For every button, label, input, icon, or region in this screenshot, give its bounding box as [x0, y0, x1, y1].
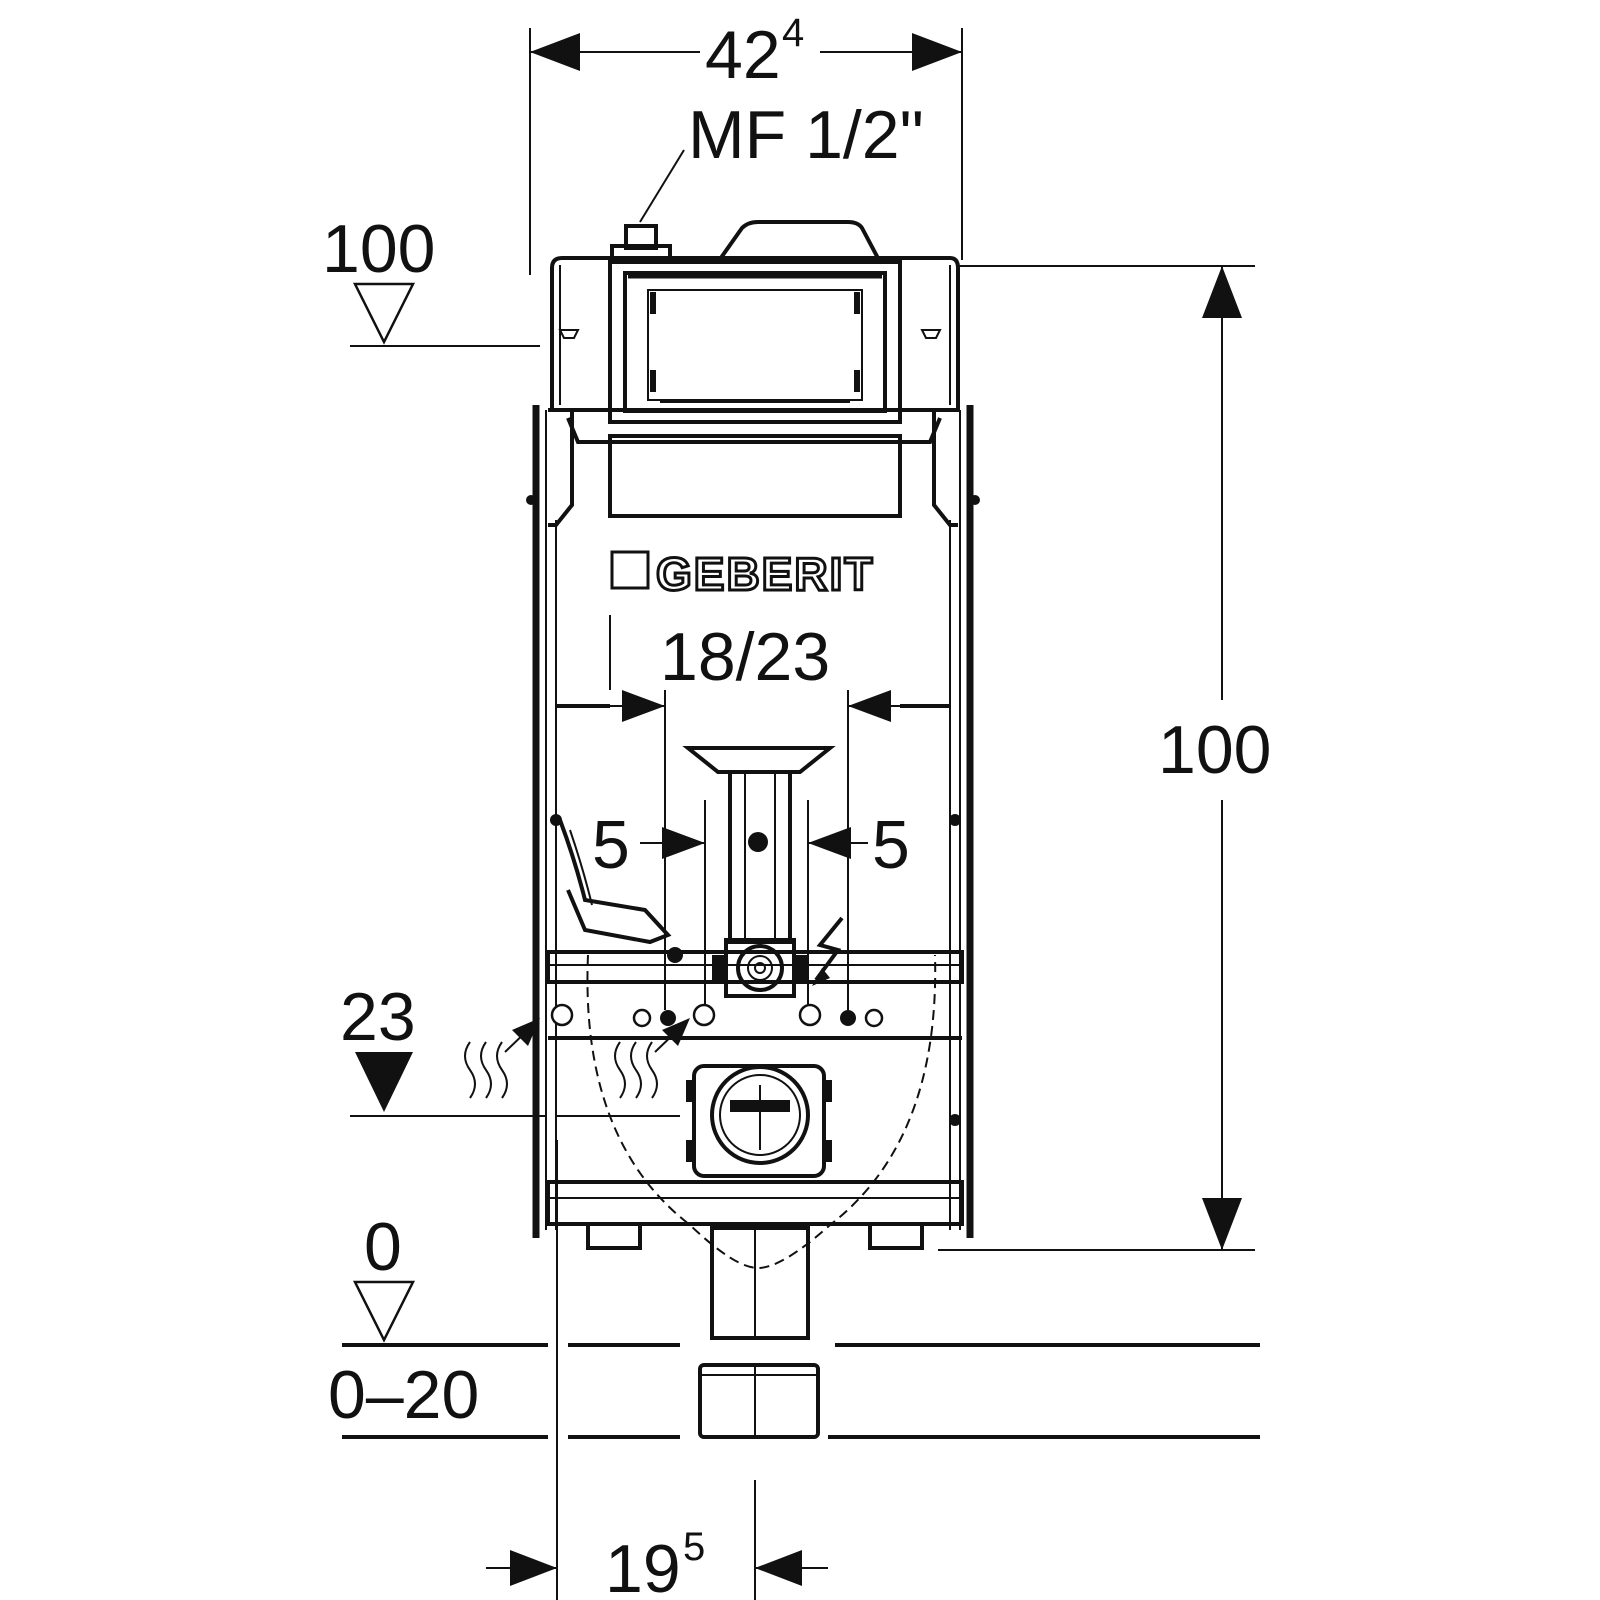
floor-level-mark: 0: [352, 1209, 416, 1343]
offset-dimensions: 5 5: [592, 800, 910, 1010]
brand-logo: GEBERIT: [610, 547, 874, 602]
connection-label: MF 1/2": [688, 97, 924, 173]
floor-lines: 0–20: [328, 1343, 1260, 1439]
height-label: 100: [1158, 712, 1271, 788]
width-label-superscript: 4: [782, 11, 804, 55]
logo-square: [610, 550, 650, 590]
drain-level-label: 23: [340, 979, 416, 1055]
depth-label: 19: [605, 1531, 681, 1600]
wc-outline: [586, 954, 937, 1270]
depth-dimension: 19 5: [486, 1140, 828, 1600]
frame: [526, 405, 980, 1250]
depth-label-superscript: 5: [683, 1525, 705, 1569]
flush-pipe: [682, 746, 836, 998]
spacing-dimension: 18/23: [556, 615, 940, 1010]
connection-callout: MF 1/2": [639, 97, 924, 223]
drain-level-mark: 23: [340, 979, 680, 1117]
height-dimension: 100: [938, 265, 1271, 1251]
supply-hose: [558, 819, 683, 963]
logo-text: GEBERIT: [656, 548, 874, 600]
rail-fittings: [550, 1003, 884, 1028]
spacing-label: 18/23: [660, 619, 830, 695]
floor-range-label: 0–20: [328, 1357, 479, 1433]
top-level-label: 100: [322, 211, 435, 287]
water-arrow-icon: [614, 1018, 690, 1099]
floor-level-label: 0: [364, 1209, 402, 1285]
top-level-mark: 100: [322, 211, 540, 347]
width-label: 42: [705, 17, 781, 93]
water-arrow-icon: [464, 1018, 540, 1099]
cistern: [550, 220, 960, 518]
right-offset-label: 5: [872, 807, 910, 883]
drain-connection: [686, 1064, 832, 1439]
lightning-icon: [812, 916, 844, 986]
left-offset-label: 5: [592, 807, 630, 883]
width-dimension: 42 4: [529, 11, 963, 275]
